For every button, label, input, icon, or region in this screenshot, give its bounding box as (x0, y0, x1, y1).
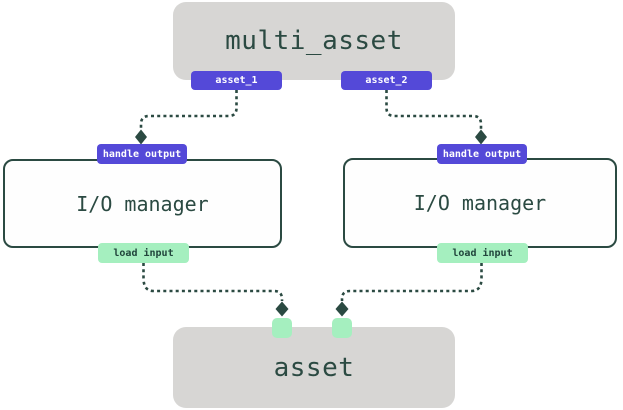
badge-handle-output-left-label: handle output (102, 148, 182, 160)
badge-handle-output-right-label: handle output (442, 148, 522, 160)
node-asset: asset (173, 327, 455, 408)
arrowhead-diamond-output-left (135, 129, 147, 145)
connector-input-right (340, 263, 483, 301)
badge-load-input-left: load input (98, 243, 189, 263)
node-asset-label: asset (273, 352, 355, 383)
node-io-manager-right: I/O manager (343, 158, 617, 248)
badge-handle-output-right: handle output (437, 144, 527, 164)
node-multi-asset-label: multi_asset (225, 26, 403, 56)
arrowhead-diamond-output-right (475, 129, 487, 145)
arrowhead-diamond-input-right (335, 301, 349, 317)
badge-load-input-right: load input (437, 243, 528, 263)
badge-asset-1: asset_1 (191, 71, 282, 90)
arrowhead-diamond-input-left (275, 301, 289, 317)
badge-asset-2: asset_2 (341, 71, 432, 90)
connector-input-left (142, 263, 284, 301)
badge-asset-1-label: asset_1 (215, 75, 258, 86)
badge-load-input-left-label: load input (113, 247, 174, 259)
connector-output-right (385, 90, 483, 129)
badge-asset-2-label: asset_2 (365, 75, 408, 86)
node-multi-asset: multi_asset (173, 2, 455, 80)
input-port-square-left (272, 318, 292, 338)
badge-load-input-right-label: load input (452, 247, 513, 259)
node-io-manager-right-label: I/O manager (413, 191, 547, 215)
node-io-manager-left-label: I/O manager (76, 191, 209, 216)
input-port-square-right (332, 318, 352, 338)
node-io-manager-left: I/O manager (3, 159, 282, 248)
connector-output-left (139, 90, 238, 129)
badge-handle-output-left: handle output (97, 144, 187, 164)
